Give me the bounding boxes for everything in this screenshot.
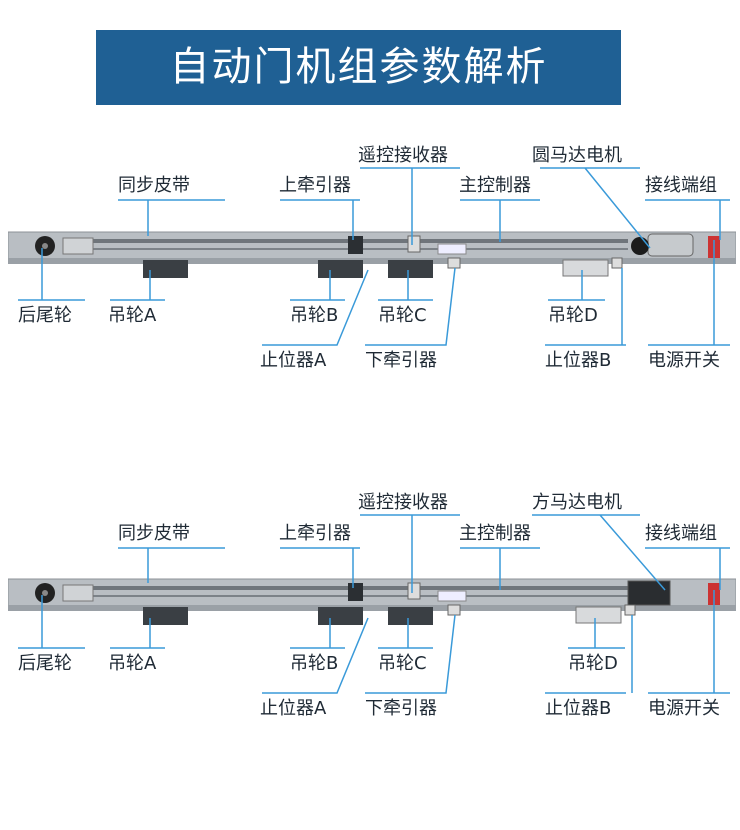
label-stopper-b-2: 止位器B bbox=[545, 698, 612, 719]
label-main-controller-2: 主控制器 bbox=[459, 523, 531, 544]
label-upper-traction-2: 上牵引器 bbox=[279, 523, 351, 544]
label-pulley-c-2: 吊轮C bbox=[378, 653, 427, 674]
label-terminal-block: 接线端组 bbox=[645, 175, 717, 196]
label-pulley-a-2: 吊轮A bbox=[108, 653, 157, 674]
label-pulley-a: 吊轮A bbox=[108, 305, 157, 326]
label-remote-receiver-2: 遥控接收器 bbox=[358, 492, 448, 513]
label-power-switch: 电源开关 bbox=[648, 350, 720, 371]
door-operator-round-motor bbox=[8, 231, 736, 278]
label-pulley-b-2: 吊轮B bbox=[290, 653, 339, 674]
label-lower-traction-2: 下牵引器 bbox=[365, 698, 437, 719]
label-pulley-b: 吊轮B bbox=[290, 305, 339, 326]
label-power-switch-2: 电源开关 bbox=[648, 698, 720, 719]
label-stopper-a-2: 止位器A bbox=[260, 698, 327, 719]
label-pulley-c: 吊轮C bbox=[378, 305, 427, 326]
label-pulley-d-2: 吊轮D bbox=[568, 653, 618, 674]
label-pulley-d: 吊轮D bbox=[548, 305, 598, 326]
label-lower-traction: 下牵引器 bbox=[365, 350, 437, 371]
label-main-controller: 主控制器 bbox=[459, 175, 531, 196]
label-stopper-a: 止位器A bbox=[260, 350, 327, 371]
label-rear-wheel-2: 后尾轮 bbox=[18, 653, 72, 674]
page-title: 自动门机组参数解析 bbox=[96, 30, 621, 105]
label-rear-wheel: 后尾轮 bbox=[18, 305, 72, 326]
door-operator-square-motor bbox=[8, 578, 736, 625]
label-sync-belt-2: 同步皮带 bbox=[118, 523, 190, 544]
label-remote-receiver: 遥控接收器 bbox=[358, 145, 448, 166]
label-terminal-block-2: 接线端组 bbox=[645, 523, 717, 544]
label-motor: 圆马达电机 bbox=[532, 145, 622, 166]
label-stopper-b: 止位器B bbox=[545, 350, 612, 371]
label-motor-2: 方马达电机 bbox=[532, 492, 622, 513]
label-sync-belt: 同步皮带 bbox=[118, 175, 190, 196]
label-upper-traction: 上牵引器 bbox=[279, 175, 351, 196]
